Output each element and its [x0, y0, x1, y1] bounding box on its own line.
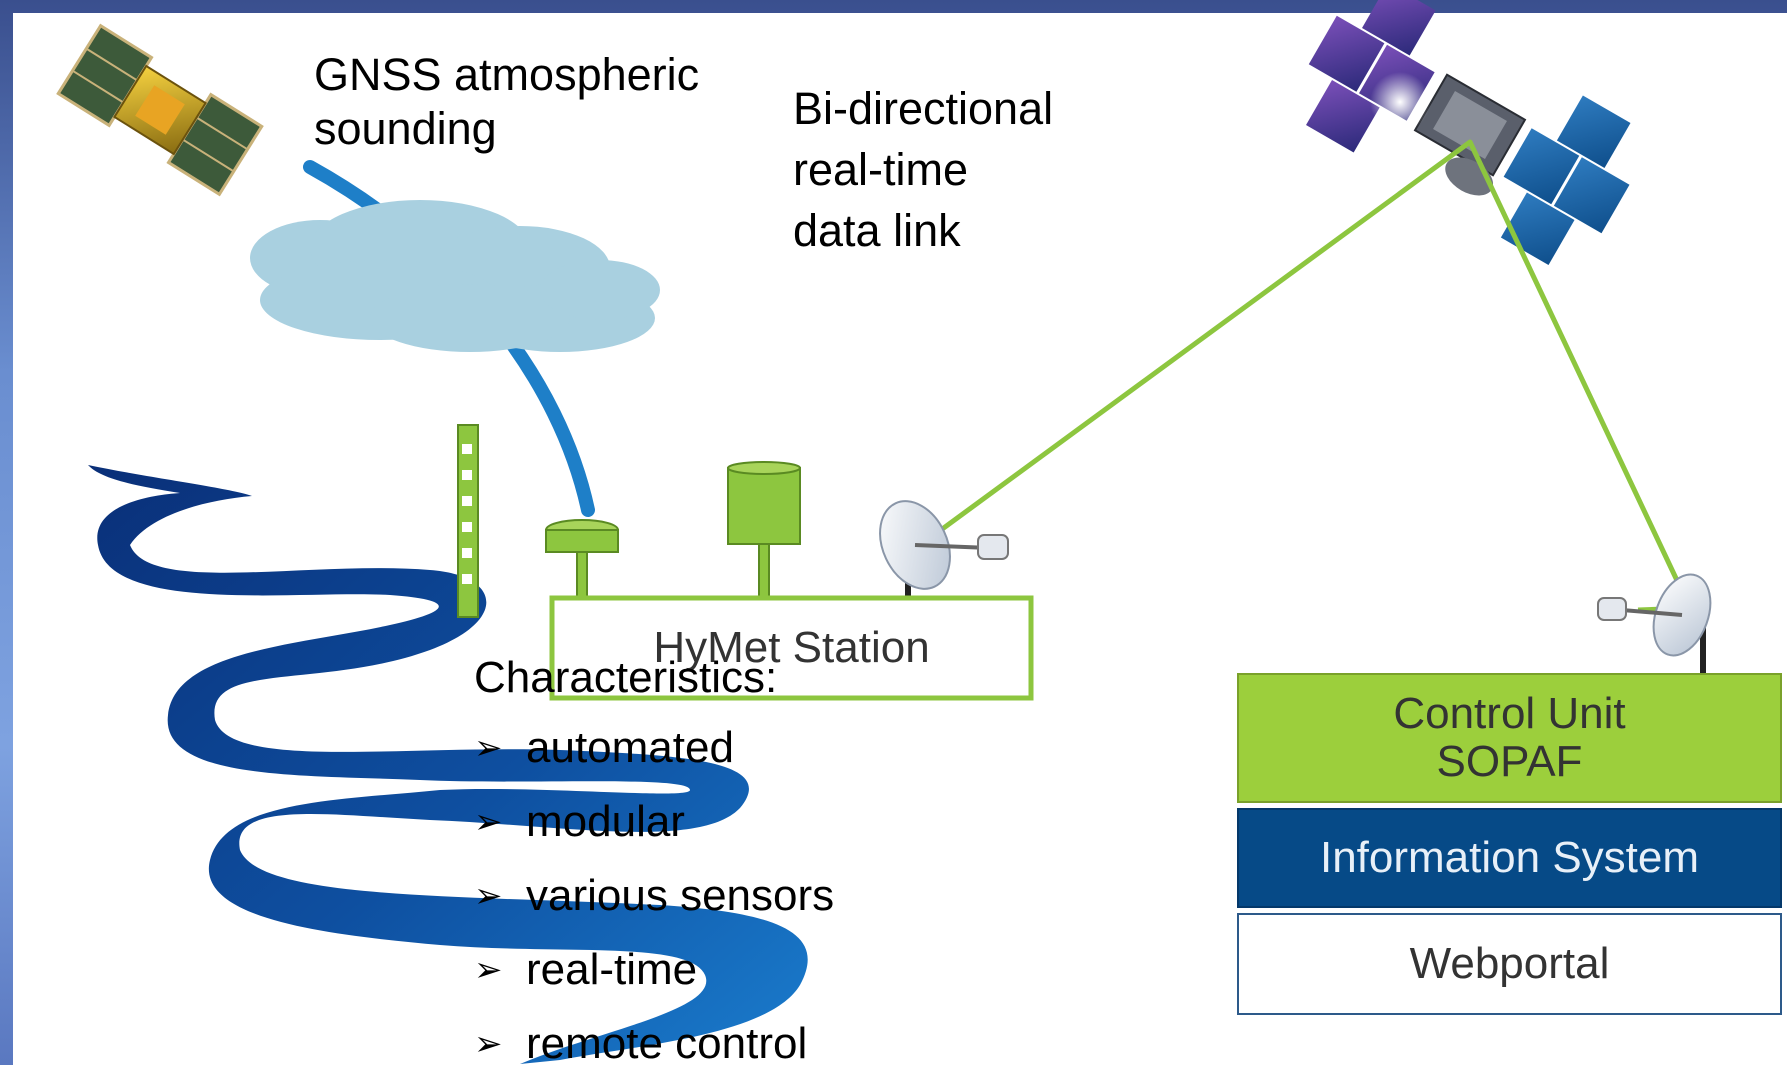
cloud-shape: [250, 200, 660, 352]
list-item: ➢automated: [474, 723, 834, 797]
information-system-box: Information System: [1237, 808, 1782, 908]
webportal-box: Webportal: [1237, 913, 1782, 1015]
hymet-station-label: HyMet Station: [653, 623, 930, 672]
arrow-bullet-icon: ➢: [474, 951, 503, 989]
gnss-satellite-icon: [56, 23, 264, 197]
arrow-bullet-icon: ➢: [474, 1025, 503, 1063]
station-satellite-dish-icon: [879, 500, 1009, 598]
data-link-label: Bi-directional real-time data link: [793, 83, 1054, 256]
list-item: ➢various sensors: [474, 871, 834, 945]
characteristics-list: Characteristics: ➢automated ➢modular ➢va…: [474, 651, 834, 1065]
water-level-gauge-icon: [457, 424, 479, 618]
satellite-data-link-line: [928, 139, 1693, 610]
list-item: ➢remote control: [474, 1019, 834, 1065]
gnss-antenna-icon: [545, 519, 619, 599]
control-unit-satellite-dish-icon: [1597, 573, 1712, 675]
hymet-station-box: [549, 595, 1034, 701]
arrow-bullet-icon: ➢: [474, 729, 503, 767]
arrow-bullet-icon: ➢: [474, 877, 503, 915]
list-item: ➢real-time: [474, 945, 834, 1019]
control-unit-box: Control Unit SOPAF: [1237, 673, 1782, 803]
list-item: ➢modular: [474, 797, 834, 871]
arrow-bullet-icon: ➢: [474, 803, 503, 841]
gnss-sounding-label: GNSS atmospheric sounding: [314, 49, 700, 154]
river-shape: [88, 465, 808, 1064]
rain-gauge-icon: [727, 461, 801, 599]
communications-satellite-icon: [1306, 0, 1631, 266]
characteristics-heading: Characteristics:: [474, 653, 778, 702]
